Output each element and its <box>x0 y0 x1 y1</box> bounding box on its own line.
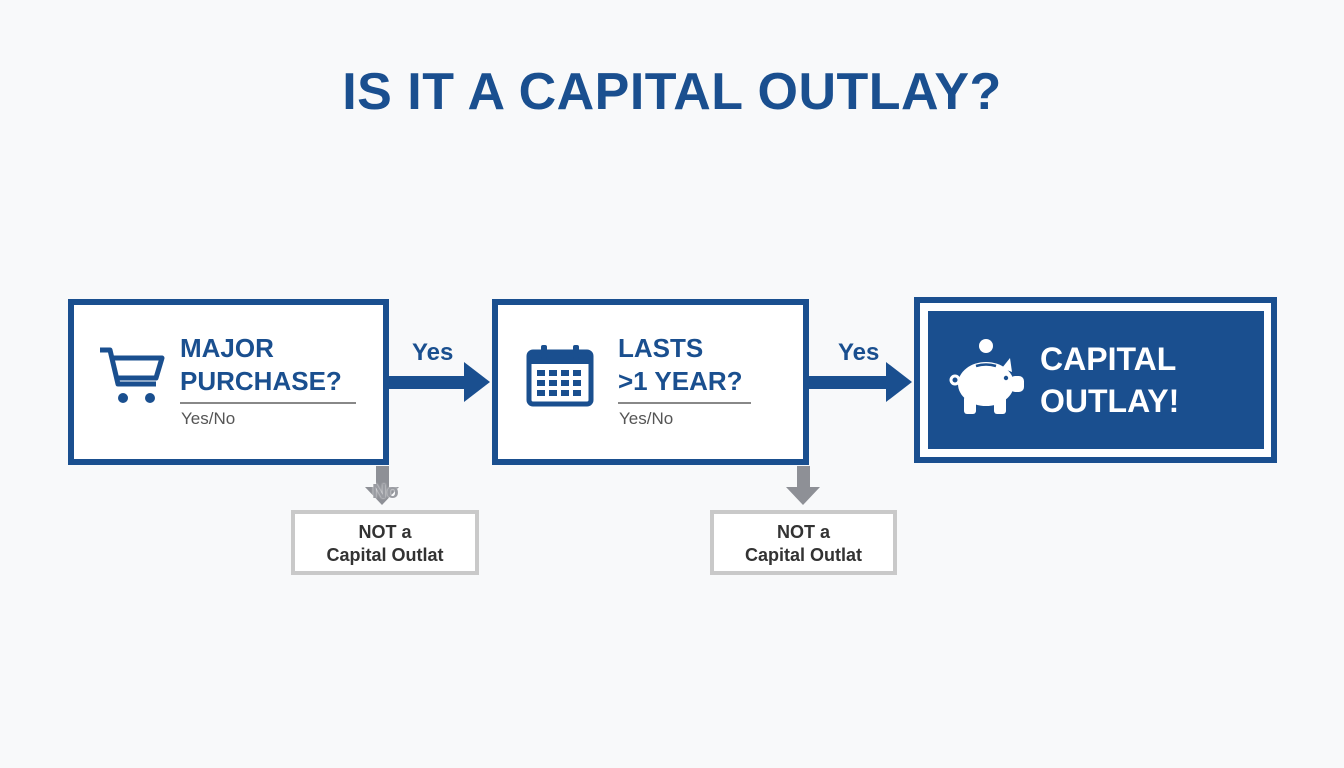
no-arrow-head <box>786 487 820 505</box>
piggy-bank-icon <box>949 339 1024 414</box>
yes-arrow-head <box>464 362 490 402</box>
not-line1: NOT a <box>776 522 830 542</box>
step-title-line1: MAJOR <box>180 333 274 363</box>
divider <box>618 402 751 404</box>
calendar-icon <box>526 345 594 407</box>
step-subtitle: Yes/No <box>181 409 236 428</box>
not-capital-outlay-box: NOT a Capital Outlat <box>291 510 479 575</box>
yes-arrow-shaft <box>808 376 888 389</box>
divider <box>180 402 356 404</box>
outcome-line2: OUTLAY! <box>1040 383 1180 419</box>
step-title-line1: LASTS <box>618 333 704 363</box>
yes-label: Yes <box>838 339 880 366</box>
not-capital-outlay-box: NOT a Capital Outlat <box>710 510 897 575</box>
not-line1: NOT a <box>358 522 412 542</box>
no-arrow-shaft <box>797 466 810 488</box>
yes-label: Yes <box>412 339 454 366</box>
step-subtitle: Yes/No <box>619 409 674 428</box>
not-line2: Capital Outlat <box>326 545 444 565</box>
not-line2: Capital Outlat <box>744 545 862 565</box>
outcome-line1: CAPITAL <box>1040 341 1177 377</box>
yes-arrow-shaft <box>388 376 466 389</box>
diagram-title: IS IT A CAPITAL OUTLAY? <box>342 63 1002 121</box>
yes-arrow-head <box>886 362 912 402</box>
no-arrow-shaft <box>376 466 389 488</box>
shopping-cart-icon <box>100 347 165 403</box>
step-title-line2: PURCHASE? <box>180 366 342 396</box>
no-arrow-head <box>365 487 399 505</box>
step-title-line2: >1 YEAR? <box>618 366 743 396</box>
no-label: No <box>372 481 399 503</box>
